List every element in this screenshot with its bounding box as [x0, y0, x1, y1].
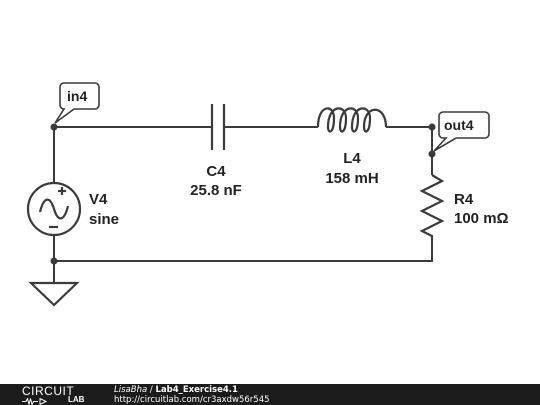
- schematic-canvas: in4 out4 C4 25.8 nF L4 158 mH R4 100 mΩ …: [26, 82, 509, 307]
- node-label-in4: in4: [67, 88, 87, 104]
- resistor-value: 100 mΩ: [454, 210, 509, 227]
- logo-text-bottom: LAB: [68, 395, 85, 404]
- voltage-source-v4[interactable]: [26, 181, 82, 237]
- wire-l4-to-out: [386, 126, 433, 175]
- logo-waveform-icon: [22, 398, 48, 405]
- ground-icon: [28, 281, 80, 307]
- breadcrumb-separator: /: [147, 385, 156, 395]
- junction-in4: [50, 123, 58, 131]
- author-name[interactable]: LisaBha: [114, 385, 148, 395]
- source-circle: [26, 181, 82, 237]
- circuitlab-logo[interactable]: CIRCUIT LAB: [0, 384, 100, 405]
- junction-out4-tag: [428, 150, 436, 158]
- wires: [53, 126, 433, 283]
- source-name: V4: [89, 191, 108, 208]
- junction-out4: [428, 123, 436, 131]
- node-label-out4: out4: [444, 117, 474, 133]
- footer-bar: CIRCUIT LAB LisaBha / Lab4_Exercise4.1 h…: [0, 384, 540, 405]
- inductor-name: L4: [343, 150, 361, 167]
- node-tag-out4[interactable]: out4: [433, 111, 490, 152]
- node-tag-in4[interactable]: in4: [54, 82, 100, 124]
- source-type: sine: [89, 211, 119, 228]
- junction-ground: [50, 257, 58, 265]
- resistor-name: R4: [454, 191, 474, 208]
- wire-r4-to-ground: [54, 240, 433, 262]
- logo-text-top: CIRCUIT: [22, 384, 75, 398]
- inductor-l4[interactable]: [316, 107, 388, 133]
- resistor-r4[interactable]: [419, 174, 445, 240]
- project-title[interactable]: Lab4_Exercise4.1: [155, 385, 238, 395]
- capacitor-c4[interactable]: [210, 104, 226, 150]
- inductor-value: 158 mH: [325, 170, 378, 187]
- project-breadcrumb: LisaBha / Lab4_Exercise4.1: [114, 385, 238, 395]
- capacitor-value: 25.8 nF: [190, 182, 242, 199]
- project-url[interactable]: http://circuitlab.com/cr3axdw56r545: [114, 395, 270, 405]
- capacitor-name: C4: [206, 163, 226, 180]
- sine-wave-icon: [38, 198, 70, 220]
